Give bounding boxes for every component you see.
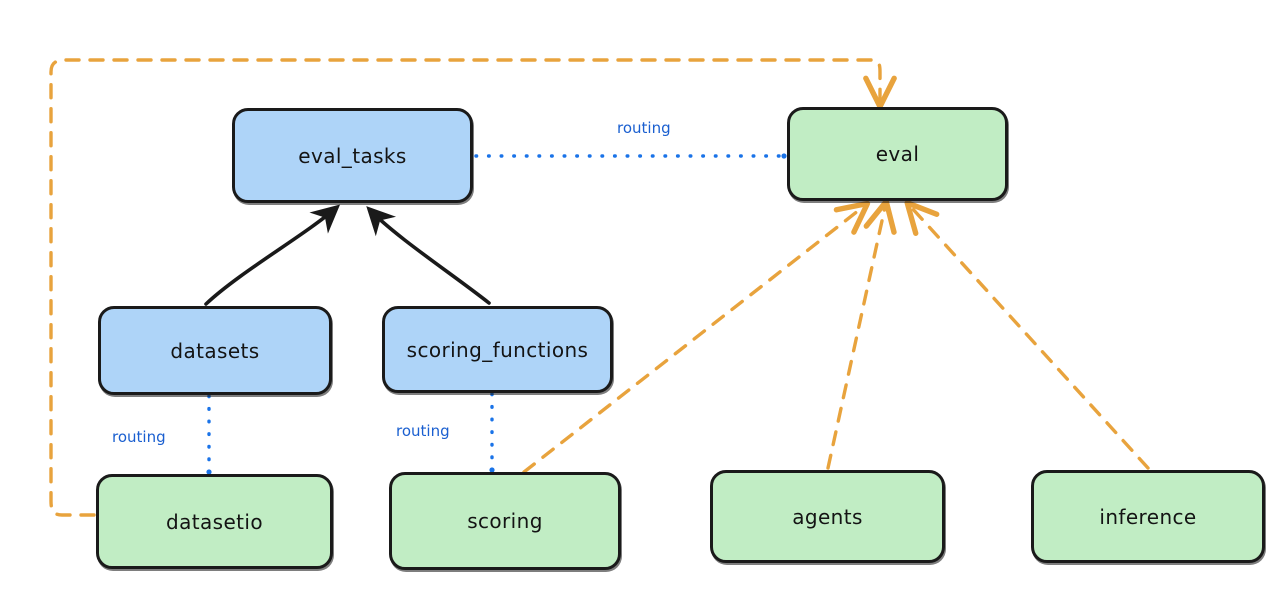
node-label-agents: agents	[792, 504, 863, 529]
node-label-scoring: scoring	[467, 509, 543, 533]
node-label-eval: eval	[875, 142, 920, 166]
node-label-scoring-functions: scoring_functions	[406, 337, 589, 362]
node-label-inference: inference	[1099, 504, 1197, 529]
edge-label-routing-datasets-datasetio: routing	[112, 428, 166, 446]
node-datasets[interactable]: datasets	[98, 306, 332, 395]
edge-datasets-to-eval_tasks	[204, 204, 341, 306]
edge-scoring_functions-to-eval_tasks	[366, 206, 491, 305]
edge-eval_tasks-to-eval	[474, 153, 787, 159]
node-label-datasets: datasets	[170, 338, 260, 363]
edge-scoring-to-eval	[522, 200, 871, 474]
edge-datasets-to-datasetio	[206, 394, 212, 475]
node-scoring-functions[interactable]: scoring_functions	[382, 306, 613, 393]
node-agents[interactable]: agents	[710, 470, 945, 563]
edge-label-routing-scoring-functions-scoring: routing	[396, 422, 450, 440]
node-eval[interactable]: eval	[787, 107, 1008, 201]
edge-scoring_functions-to-scoring	[489, 392, 495, 473]
node-datasetio[interactable]: datasetio	[96, 474, 333, 569]
node-scoring[interactable]: scoring	[389, 472, 621, 570]
node-label-datasetio: datasetio	[165, 509, 263, 534]
node-eval-tasks[interactable]: eval_tasks	[232, 108, 473, 203]
node-inference[interactable]: inference	[1031, 470, 1265, 563]
edge-datasetio-to-eval	[49, 58, 897, 517]
edge-inference-to-eval	[904, 200, 1150, 470]
edge-label-routing-eval-tasks-eval: routing	[617, 119, 671, 137]
edge-agents-to-eval	[826, 198, 897, 470]
node-label-eval-tasks: eval_tasks	[298, 143, 407, 168]
